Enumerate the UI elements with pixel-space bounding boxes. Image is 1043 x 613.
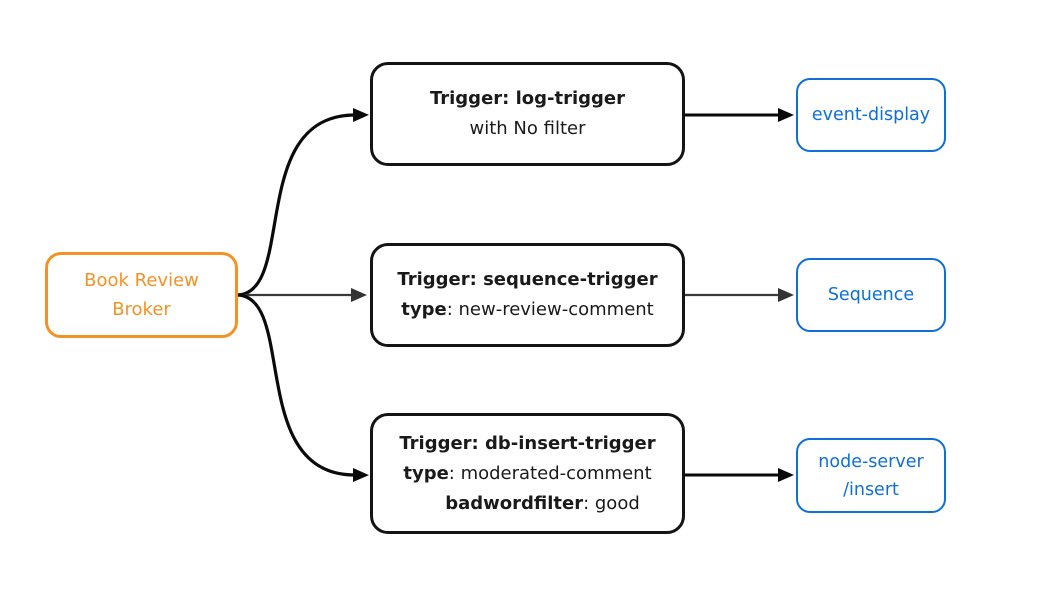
sink-sequence-node: Sequence — [796, 258, 946, 332]
trigger-log-node: Trigger: log-trigger with No filter — [370, 62, 685, 166]
trigger-sequence-title: Trigger: sequence-trigger — [397, 269, 658, 290]
sink-node-server-node: node-server /insert — [796, 438, 946, 513]
trigger-db-insert-attr-type: type: moderated-comment — [403, 459, 651, 489]
trigger-log-note: with No filter — [469, 118, 586, 139]
sink-node-server-label-line2: /insert — [843, 479, 899, 500]
trigger-sequence-node: Trigger: sequence-trigger type: new-revi… — [370, 243, 685, 347]
sink-sequence-label: Sequence — [827, 285, 915, 305]
sink-event-display-label: event-display — [811, 105, 931, 125]
trigger-db-insert-attr-badwordfilter-value: : good — [583, 492, 640, 514]
broker-node: Book Review Broker — [45, 252, 238, 338]
arrow-broker-to-log-trigger — [236, 108, 369, 297]
broker-label-line1: Book Review — [84, 270, 199, 291]
trigger-sequence-attr: type: new-review-comment — [401, 295, 653, 325]
trigger-db-insert-title: Trigger: db-insert-trigger — [399, 432, 656, 454]
trigger-log-title: Trigger: log-trigger — [429, 88, 626, 109]
broker-label-line2: Broker — [112, 299, 171, 320]
sink-node-server-label-line1: node-server — [818, 451, 924, 472]
trigger-db-insert-attr-badwordfilter: badwordfilter: good — [445, 489, 640, 519]
trigger-sequence-attr-key: type — [401, 299, 447, 320]
trigger-db-insert-attr-type-key: type — [403, 462, 449, 484]
trigger-db-insert-attr-badwordfilter-key: badwordfilter — [445, 492, 584, 514]
trigger-db-insert-attr-type-value: : moderated-comment — [448, 462, 652, 484]
sink-event-display-node: event-display — [796, 78, 946, 152]
trigger-sequence-attr-value: : new-review-comment — [446, 299, 654, 320]
arrow-broker-to-db-insert-trigger — [236, 293, 369, 482]
trigger-db-insert-node: Trigger: db-insert-trigger type: moderat… — [370, 413, 685, 534]
